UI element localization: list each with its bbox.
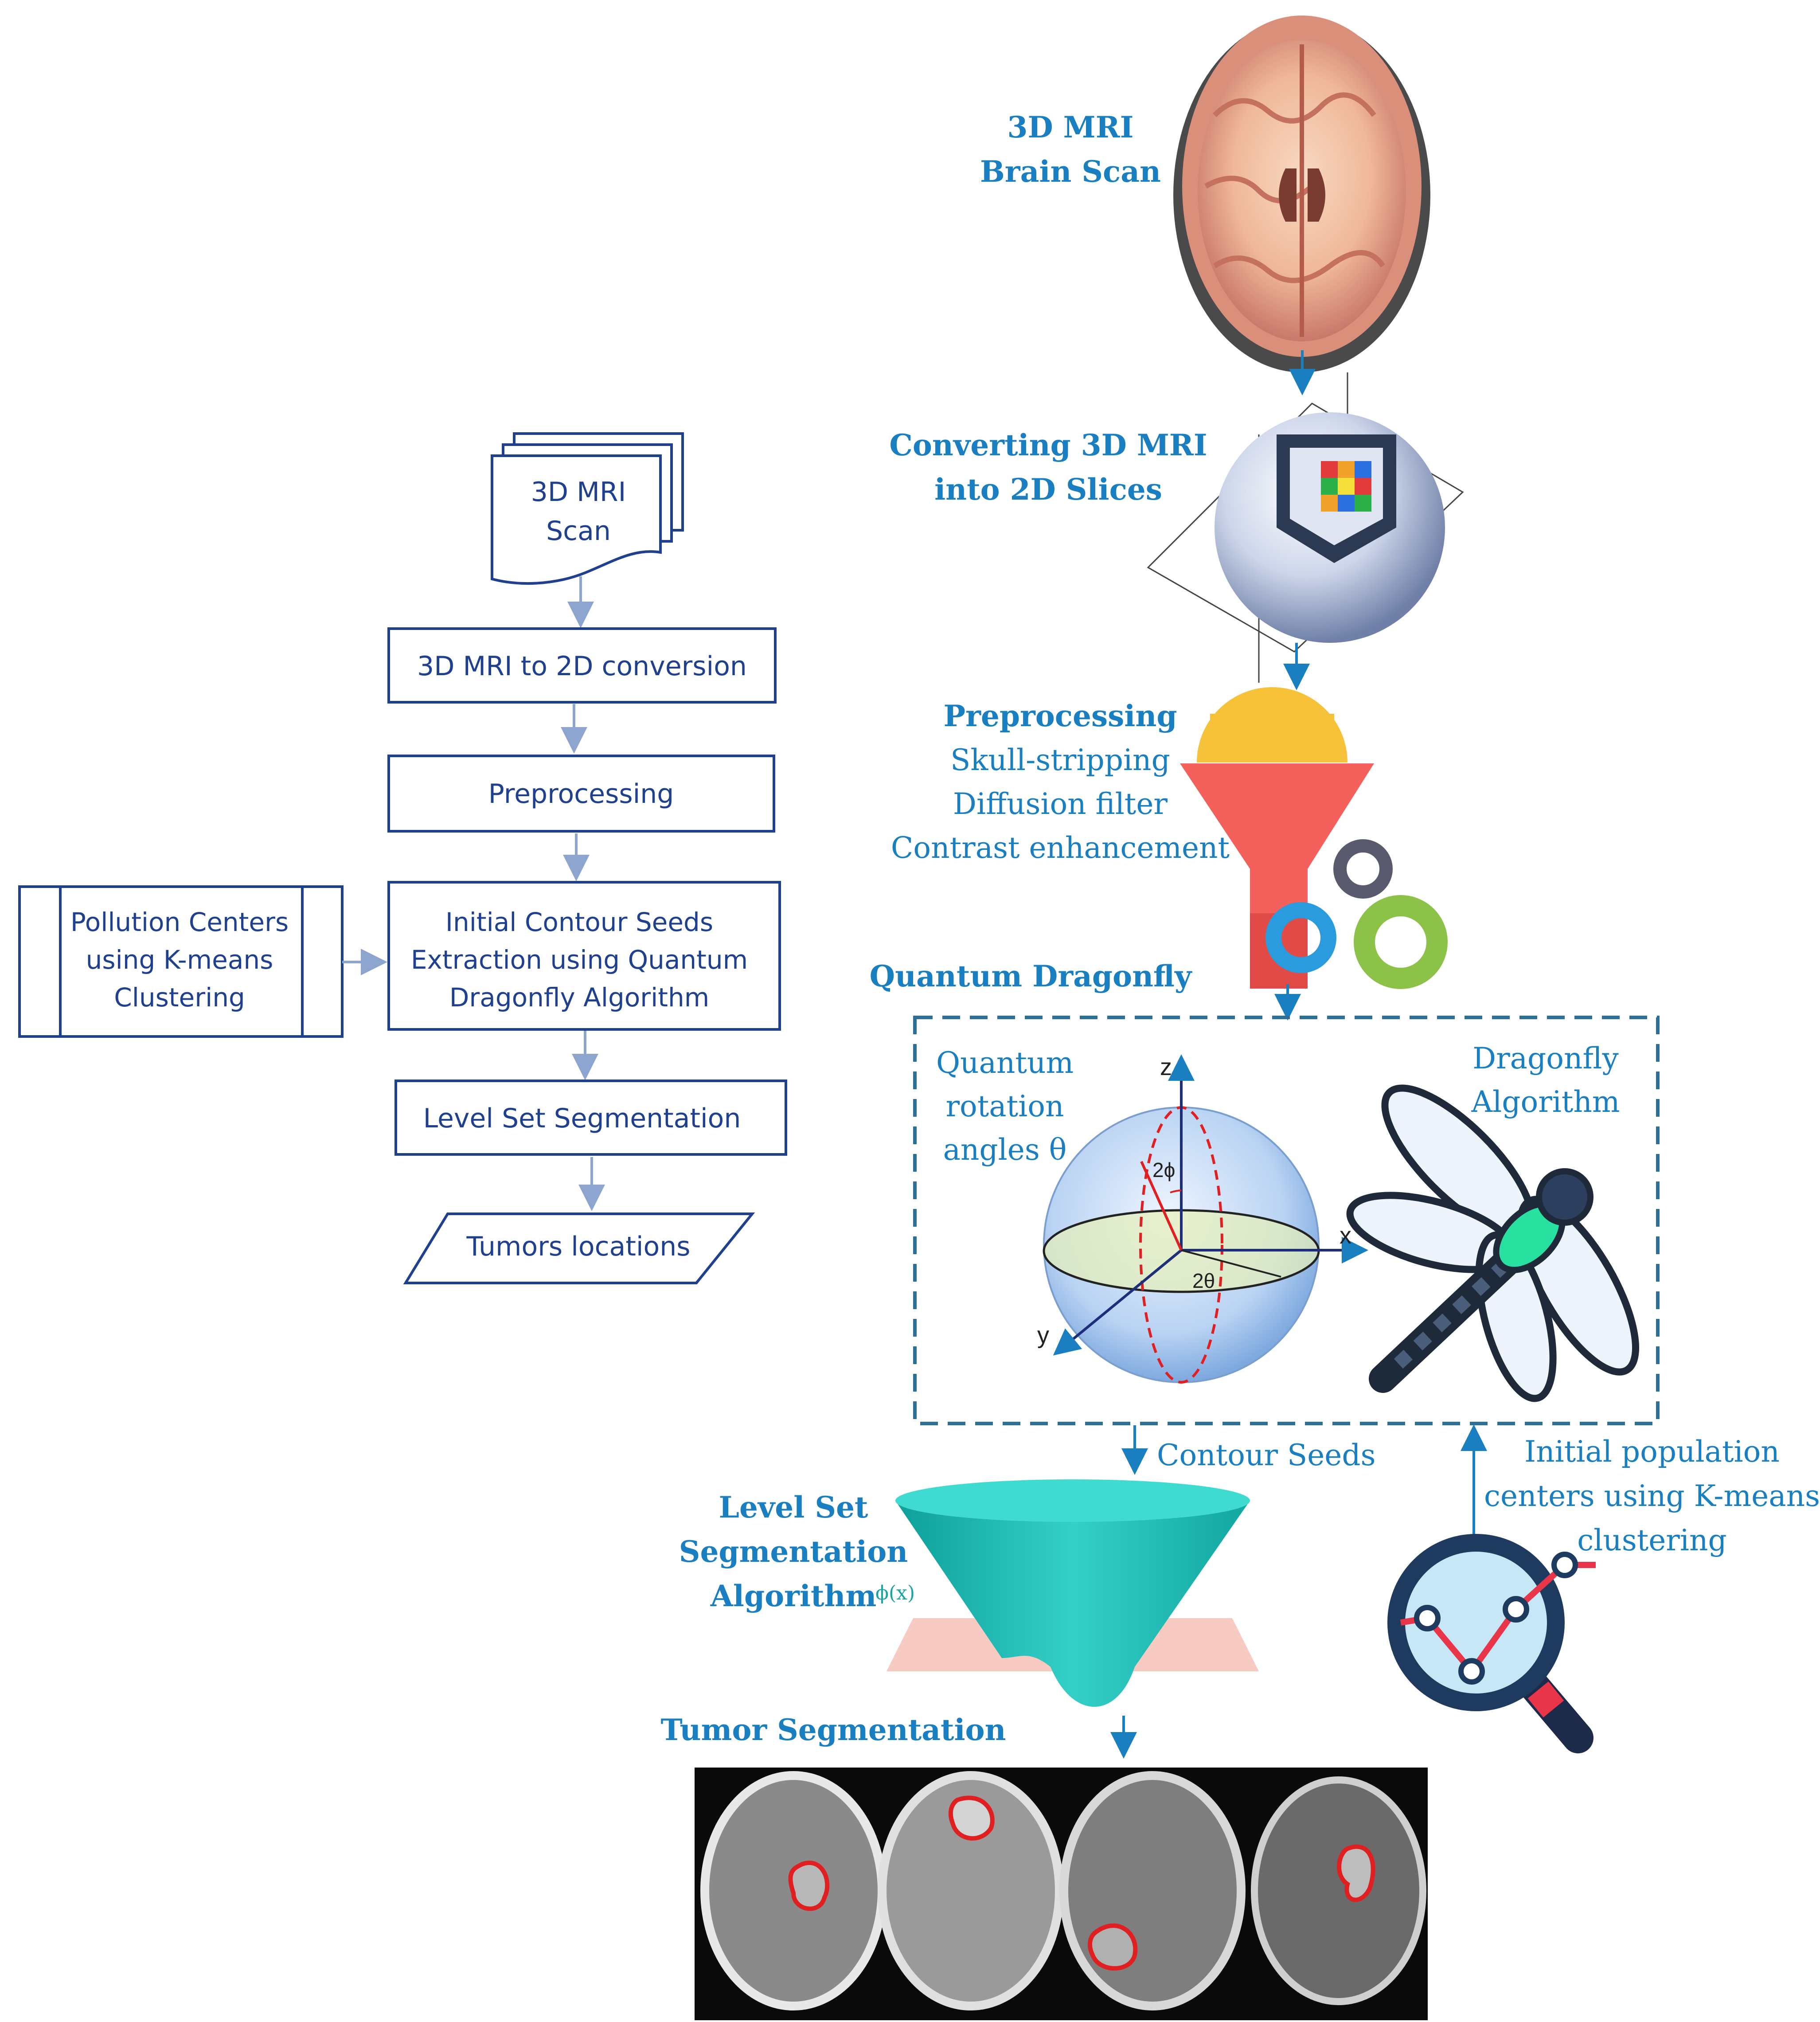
pollution-line2: using K-means — [86, 945, 273, 975]
converting-line2: into 2D Slices — [934, 472, 1162, 507]
axis-x-label: x — [1340, 1222, 1351, 1249]
flowchart: 3D MRI Scan 3D MRI to 2D conversion Prep… — [18, 432, 787, 1284]
axis-z-label: z — [1160, 1054, 1172, 1080]
initial-contour-line1: Initial Contour Seeds — [445, 907, 713, 937]
tumors-parallelogram — [403, 1212, 755, 1284]
slices-illustration — [1147, 372, 1464, 683]
level-set-label: Level Set Segmentation — [423, 1103, 741, 1134]
scan-doc-line1: 3D MRI — [531, 477, 626, 508]
gear-icon — [1354, 895, 1448, 989]
brain-scan-line1: 3D MRI — [1008, 110, 1134, 145]
kmeans-magnifier-icon — [1387, 1534, 1596, 1753]
voxel-grid-icon — [1321, 461, 1371, 512]
level-set-box — [394, 1079, 787, 1156]
brain-scan-line2: Brain Scan — [980, 154, 1161, 189]
preprocessing-step3: Contrast enhancement — [891, 831, 1230, 865]
mri-slice-4 — [1251, 1776, 1426, 2005]
brain-scan-illustration — [1173, 16, 1430, 372]
contour-seeds-label: Contour Seeds — [1157, 1438, 1376, 1472]
level-set-line3: Algorithm — [710, 1579, 877, 1613]
tumor-mri-strip — [695, 1768, 1428, 2020]
preprocessing-label: Preprocessing — [488, 778, 674, 810]
angle-theta-label: 2θ — [1192, 1269, 1215, 1292]
dragonfly-icon — [1346, 1084, 1639, 1402]
pollution-line1: Pollution Centers — [70, 907, 289, 937]
pipeline: 3D MRI Brain Scan Converting 3D M — [660, 16, 1820, 2020]
gear-icon — [1333, 839, 1393, 899]
tumor-outline — [788, 1861, 830, 1911]
conversion-label: 3D MRI to 2D conversion — [417, 651, 747, 682]
quantum-rotation-line1: Quantum — [936, 1046, 1074, 1080]
initial-population-line3: clustering — [1577, 1523, 1726, 1557]
tumors-label: Tumors locations — [466, 1231, 690, 1262]
quantum-rotation-line3: angles θ — [943, 1133, 1067, 1167]
mri-slice-3 — [1059, 1771, 1246, 2010]
preprocessing-box — [387, 755, 775, 833]
tumor-outline — [1088, 1923, 1138, 1971]
preprocessing-title: Preprocessing — [943, 699, 1177, 733]
axis-y-label: y — [1037, 1322, 1049, 1349]
level-set-cone-illustration — [887, 1479, 1259, 1707]
initial-contour-line3: Dragonfly Algorithm — [449, 982, 709, 1013]
level-set-line1: Level Set — [719, 1490, 868, 1525]
converting-line1: Converting 3D MRI — [889, 428, 1207, 462]
tumor-outline — [1337, 1844, 1375, 1902]
dragonfly-line2: Algorithm — [1471, 1085, 1620, 1119]
gear-icon — [1265, 902, 1336, 973]
document-stack-icon — [491, 432, 684, 585]
quantum-rotation-line2: rotation — [945, 1089, 1064, 1123]
preprocessing-step2: Diffusion filter — [953, 787, 1168, 821]
initial-contour-box — [387, 881, 781, 1031]
angle-phi-label: 2ϕ — [1152, 1158, 1175, 1181]
quantum-dragonfly-title: Quantum Dragonfly — [870, 959, 1192, 993]
bloch-sphere-illustration — [1043, 1054, 1368, 1384]
phi-x-label: ϕ(x) — [875, 1582, 915, 1604]
pollution-centers-box — [18, 885, 344, 1038]
preprocessing-step1: Skull-stripping — [950, 743, 1170, 777]
quantum-dragonfly-box — [913, 1016, 1660, 1425]
tumor-outline — [948, 1795, 995, 1841]
tumor-segmentation-title: Tumor Segmentation — [660, 1713, 1006, 1747]
scan-doc-line2: Scan — [546, 516, 611, 547]
initial-contour-line2: Extraction using Quantum — [411, 945, 748, 975]
conversion-box — [387, 627, 777, 704]
level-set-line2: Segmentation — [679, 1534, 908, 1569]
initial-population-line2: centers using K-means — [1484, 1479, 1820, 1513]
initial-population-line1: Initial population — [1524, 1435, 1780, 1469]
pollution-line3: Clustering — [114, 982, 245, 1013]
dragonfly-line1: Dragonfly — [1472, 1041, 1619, 1076]
